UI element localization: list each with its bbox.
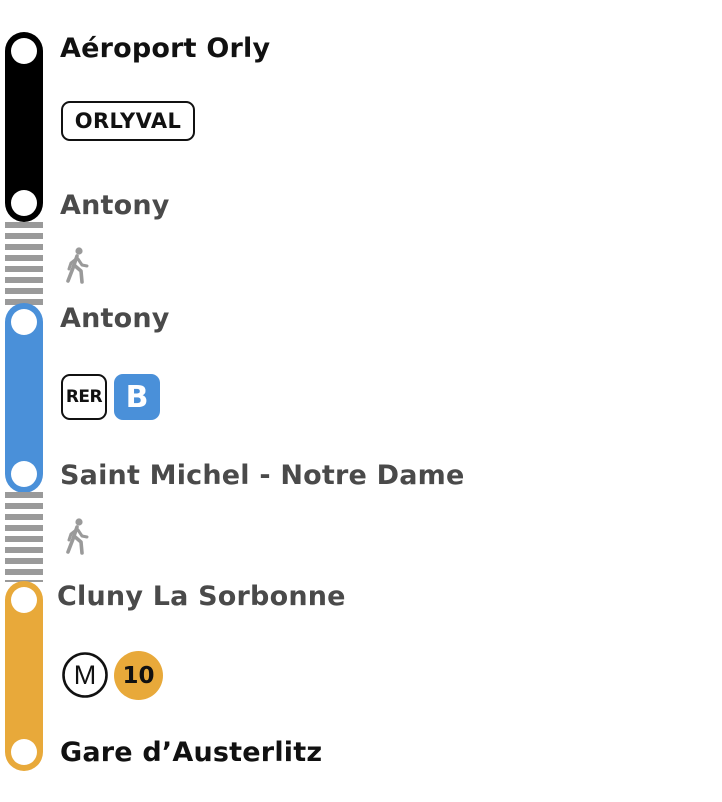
rer-b-line-badge: B <box>114 374 160 420</box>
station-name: Aéroport Orly <box>60 33 271 64</box>
rer-network-badge: RER <box>61 374 107 420</box>
stop-marker-saint-michel <box>11 461 37 487</box>
station-name: Saint Michel - Notre Dame <box>60 460 465 491</box>
station-name: Gare d’Austerlitz <box>60 737 323 768</box>
stop-marker-antony-rer <box>11 309 37 335</box>
walk-transfer-segment <box>5 492 43 582</box>
metro-10-line-badge: 10 <box>114 651 163 700</box>
stop-marker-gare-austerlitz <box>11 739 37 765</box>
station-name: Antony <box>60 303 170 334</box>
stop-marker-aeroport-orly <box>11 38 37 64</box>
walk-transfer-segment <box>5 222 43 306</box>
stop-marker-antony-orlyval <box>11 190 37 216</box>
walk-icon <box>66 247 89 284</box>
walk-icon <box>66 518 89 555</box>
orlyval-line-badge: ORLYVAL <box>61 101 195 141</box>
station-name: Cluny La Sorbonne <box>57 581 346 612</box>
metro-network-icon: M <box>62 652 108 698</box>
stop-marker-cluny <box>11 587 37 613</box>
station-name: Antony <box>60 190 170 221</box>
metro-network-badge: M <box>74 660 97 690</box>
